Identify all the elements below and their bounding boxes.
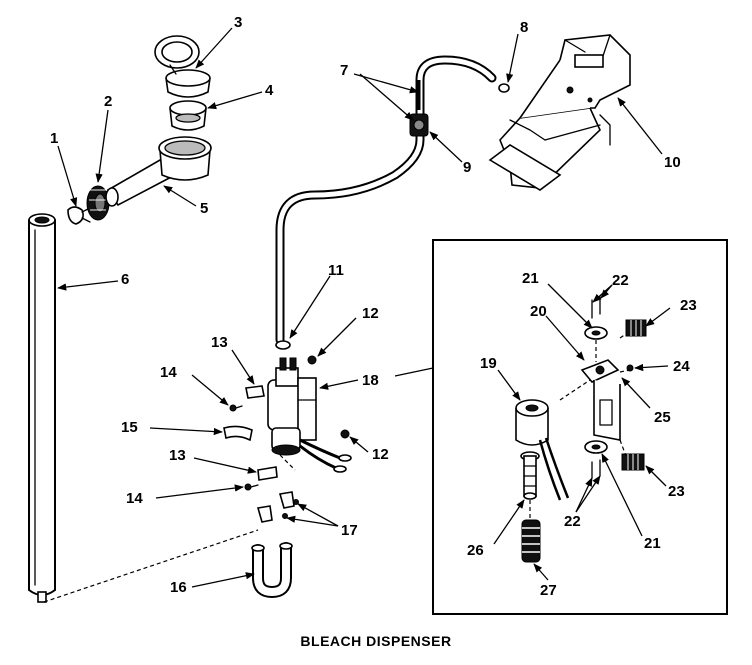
part-16-u-tube <box>251 542 293 599</box>
part-7-hose <box>275 55 497 345</box>
leader-lines <box>57 27 671 588</box>
callout-13-bottom: 13 <box>169 447 186 464</box>
part-5-funnel <box>105 136 212 207</box>
part-10-housing <box>488 34 631 191</box>
part-9-nut <box>409 113 429 137</box>
part-26-plunger <box>520 451 540 500</box>
callout-22-bottom: 22 <box>564 513 581 530</box>
part-17-elbows <box>256 491 299 523</box>
part-3-cap <box>154 35 211 98</box>
part-21-washers <box>584 326 608 454</box>
callout-13-top: 13 <box>211 334 228 351</box>
callout-9: 9 <box>463 159 471 176</box>
callout-5: 5 <box>200 200 208 217</box>
part-20-bracket <box>580 359 621 441</box>
callout-27: 27 <box>540 582 557 599</box>
part-19-coil <box>515 399 570 501</box>
callout-17: 17 <box>341 522 358 539</box>
callout-14-top: 14 <box>160 364 177 381</box>
callout-10: 10 <box>664 154 681 171</box>
callout-19: 19 <box>480 355 497 372</box>
part-6-tube <box>28 213 56 603</box>
part-15-clip <box>223 425 253 442</box>
part-14-screws <box>229 404 259 491</box>
callout-23-top: 23 <box>680 297 697 314</box>
part-2-nut <box>86 185 110 221</box>
callout-12-top: 12 <box>362 305 379 322</box>
callout-20: 20 <box>530 303 547 320</box>
callout-23-bottom: 23 <box>668 483 685 500</box>
callout-14-bottom: 14 <box>126 490 143 507</box>
callout-22-top: 22 <box>612 272 629 289</box>
callout-21-top: 21 <box>522 270 539 287</box>
callout-18: 18 <box>362 372 379 389</box>
callout-7: 7 <box>340 62 348 79</box>
part-12-screws <box>307 355 350 439</box>
callout-12-bottom: 12 <box>372 446 389 463</box>
callout-16: 16 <box>170 579 187 596</box>
callout-3: 3 <box>234 14 242 31</box>
part-22-screws <box>591 295 601 479</box>
callout-8: 8 <box>520 19 528 36</box>
callout-15: 15 <box>121 419 138 436</box>
callout-6: 6 <box>121 271 129 288</box>
callout-21-bottom: 21 <box>644 535 661 552</box>
part-13-plates <box>245 385 278 481</box>
part-23-connectors <box>621 319 647 471</box>
part-8-clamp <box>498 83 510 93</box>
callout-26: 26 <box>467 542 484 559</box>
callout-2: 2 <box>104 93 112 110</box>
callout-4: 4 <box>265 82 274 99</box>
dashed-link <box>43 529 259 603</box>
callout-24: 24 <box>673 358 690 375</box>
inset-detail-box <box>394 239 728 615</box>
callout-25: 25 <box>654 409 671 426</box>
callout-11: 11 <box>328 262 344 279</box>
part-1-clamp <box>67 206 91 225</box>
callout-1: 1 <box>50 130 58 147</box>
part-11-ring <box>275 340 291 350</box>
callout-numbers: 1 2 3 4 5 6 7 8 9 10 11 12 12 13 13 14 1… <box>50 14 697 599</box>
part-4-filter <box>169 100 207 131</box>
part-24-screw <box>626 364 634 372</box>
part-18-valve <box>267 357 352 473</box>
part-27-spring <box>521 519 541 563</box>
diagram-caption: BLEACH DISPENSER <box>300 633 452 649</box>
